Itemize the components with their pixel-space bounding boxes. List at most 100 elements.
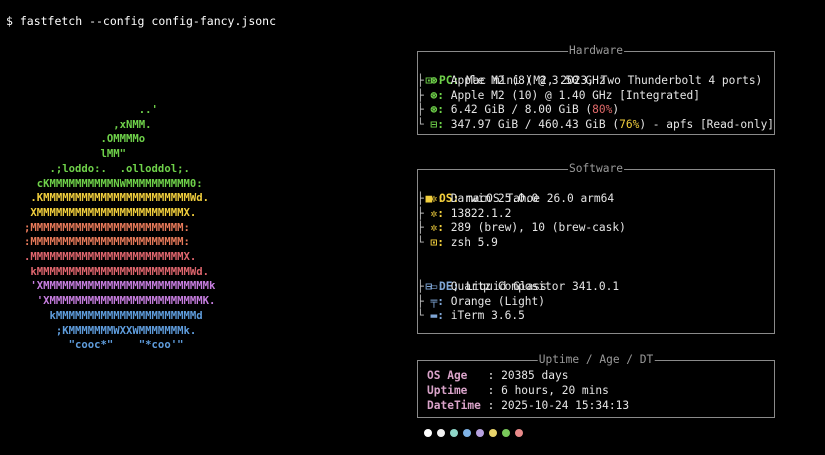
info-value: 13822.1.2 <box>450 206 512 220</box>
info-value: Darwin 25.0.0 <box>450 192 539 205</box>
software-title: Software <box>568 162 624 176</box>
color-palette <box>424 429 523 437</box>
os-key: OS: <box>438 192 460 205</box>
logo-line: 'XMMMMMMMMMMMMMMMMMMMMMMMMK. <box>24 295 216 308</box>
info-value: iTerm 3.6.5 <box>450 309 525 323</box>
palette-dot <box>424 429 432 437</box>
info-value: zsh 5.9 <box>450 236 498 250</box>
logo-line: ;KMMMMMMMWXXWMMMMMMMk. <box>24 324 197 337</box>
usage-percent: 80% <box>592 103 613 117</box>
palette-dot <box>437 429 445 437</box>
uptime-value: : 2025-10-24 15:34:13 <box>480 399 630 412</box>
desktop-icon: ⊟ <box>425 280 439 293</box>
pc-value: Mac mini (M2, 2023, Two Thunderbolt 4 po… <box>465 74 763 87</box>
info-row: ├ ✲: 289 (brew), 10 (brew-cask) <box>417 220 626 235</box>
info-value: Quartz Compositor 341.0.1 <box>450 280 620 293</box>
info-row: └ ⊡: zsh 5.9 <box>417 235 498 250</box>
de-value: Liquid Glass <box>465 280 547 293</box>
logo-line: ,xNMM. <box>24 118 152 131</box>
palette-dot <box>502 429 510 437</box>
logo-line: .;loddo:. .olloddol;. <box>24 162 190 175</box>
hardware-box: Hardware <box>417 44 775 135</box>
tree-branch: └ <box>417 118 431 132</box>
uptime-key: Uptime <box>427 384 481 397</box>
logo-line: .OMMMMo <box>24 133 146 146</box>
logo-line: 'XMMMMMMMMMMMMMMMMMMMMMMMMMMk <box>24 280 216 293</box>
logo-line: "cooc*" "*coo'" <box>24 339 184 352</box>
tree-branch: ├ <box>417 74 431 87</box>
de-key: DE: <box>438 280 460 293</box>
tree-branch: ├ <box>417 294 431 308</box>
palette-dot <box>515 429 523 437</box>
tree-branch: └ <box>417 236 431 250</box>
logo-line: .KMMMMMMMMMMMMMMMMMMMMMMMWd. <box>24 192 209 205</box>
info-row: ├ ▭: Quartz Compositor 341.0.1 <box>417 279 619 294</box>
info-row: ├ ⊛: 6.42 GiB / 8.00 GiB (80%) <box>417 102 619 117</box>
info-value: ) - apfs [Read-only] <box>639 118 775 132</box>
info-value: 347.97 GiB / 460.43 GiB ( <box>450 118 620 132</box>
kernel-icon: ✲: <box>430 192 444 205</box>
cpu-icon: ⊛: <box>430 74 444 87</box>
uptime-value: : 6 hours, 20 mins <box>480 384 609 397</box>
logo-line: cKMMMMMMMMMMNWMMMMMMMMMM0: <box>24 177 203 190</box>
tree-branch: ├ <box>417 88 431 102</box>
info-row: ├ ⊛: Apple M2 (8) @ 3.50 GHz <box>417 73 606 88</box>
info-value: Apple M2 (8) @ 3.50 GHz <box>450 74 606 87</box>
palette-dot <box>489 429 497 437</box>
shell-icon: ⊡: <box>430 236 444 250</box>
pc-icon: ⊡ <box>425 74 439 87</box>
logo-line: .MMMMMMMMMMMMMMMMMMMMMMMMX. <box>24 251 197 264</box>
tree-branch: ├ <box>417 103 431 117</box>
info-row: ├ ⊛: Apple M2 (10) @ 1.40 GHz [Integrate… <box>417 88 700 103</box>
os-icon: ■ <box>425 192 439 205</box>
hardware-title: Hardware <box>568 44 624 58</box>
info-value: Orange (Light) <box>450 294 546 308</box>
info-row: └ ⊟: 347.97 GiB / 460.43 GiB (76%) - apf… <box>417 117 774 132</box>
packages-icon: ✲: <box>430 221 444 235</box>
uptime-row: Uptime : 6 hours, 20 mins <box>427 383 609 398</box>
uptime-box: Uptime / Age / DT <box>417 353 775 418</box>
logo-line: XMMMMMMMMMMMMMMMMMMMMMMMX. <box>24 206 197 219</box>
de-row: ⊟ DE: Liquid Glass <box>412 264 547 294</box>
info-value: ) <box>612 103 620 117</box>
uptime-row: OS Age : 20385 days <box>427 368 568 383</box>
tree-branch: ├ <box>417 221 431 235</box>
pc-row: ⊡ PC: Mac mini (M2, 2023, Two Thunderbol… <box>412 58 762 88</box>
logo-line: kMMMMMMMMMMMMMMMMMMMMMMd <box>24 309 203 322</box>
info-row: ├ ✲: Darwin 25.0.0 <box>417 191 538 206</box>
tree-branch: ├ <box>417 192 431 205</box>
logo-line: ..' <box>24 104 158 116</box>
shell-prompt-command: $ fastfetch --config config-fancy.jsonc <box>6 14 277 28</box>
build-icon: ✲: <box>430 206 444 220</box>
info-value: Apple M2 (10) @ 1.40 GHz [Integrated] <box>450 88 700 102</box>
uptime-key: DateTime <box>427 399 481 412</box>
gpu-icon: ⊛: <box>430 88 444 102</box>
software-box: Software <box>417 162 775 334</box>
pc-key: PC: <box>438 74 460 87</box>
uptime-key: OS Age <box>427 369 481 382</box>
info-row: └ ▬: iTerm 3.6.5 <box>417 308 525 323</box>
uptime-title: Uptime / Age / DT <box>537 353 655 367</box>
os-row: ■ OS: macOS Tahoe 26.0 arm64 <box>412 176 614 206</box>
logo-line: :MMMMMMMMMMMMMMMMMMMMMMMM: <box>24 236 190 249</box>
logo-line: lMM" <box>24 148 127 161</box>
tree-branch: ├ <box>417 280 431 293</box>
theme-icon: ╤: <box>430 294 444 308</box>
palette-dot <box>450 429 458 437</box>
info-value: 6.42 GiB / 8.00 GiB ( <box>450 103 593 117</box>
window-manager-icon: ▭: <box>430 280 444 293</box>
logo-line: ;MMMMMMMMMMMMMMMMMMMMMMMM: <box>24 221 190 234</box>
tree-branch: └ <box>417 309 431 323</box>
usage-percent: 76% <box>619 118 640 132</box>
disk-icon: ⊟: <box>430 118 444 132</box>
memory-icon: ⊛: <box>430 103 444 117</box>
logo-line: kMMMMMMMMMMMMMMMMMMMMMMMMWd. <box>24 265 209 278</box>
palette-dot <box>476 429 484 437</box>
apple-ascii-logo: ..' ,xNMM. .OMMMMo lMM" .;loddo:. .ollod… <box>24 103 215 353</box>
info-row: ├ ╤: Orange (Light) <box>417 294 545 309</box>
uptime-value: : 20385 days <box>480 369 569 382</box>
uptime-row: DateTime : 2025-10-24 15:34:13 <box>427 398 629 413</box>
palette-dot <box>463 429 471 437</box>
tree-branch: ├ <box>417 206 431 220</box>
info-row: ├ ✲: 13822.1.2 <box>417 206 511 221</box>
